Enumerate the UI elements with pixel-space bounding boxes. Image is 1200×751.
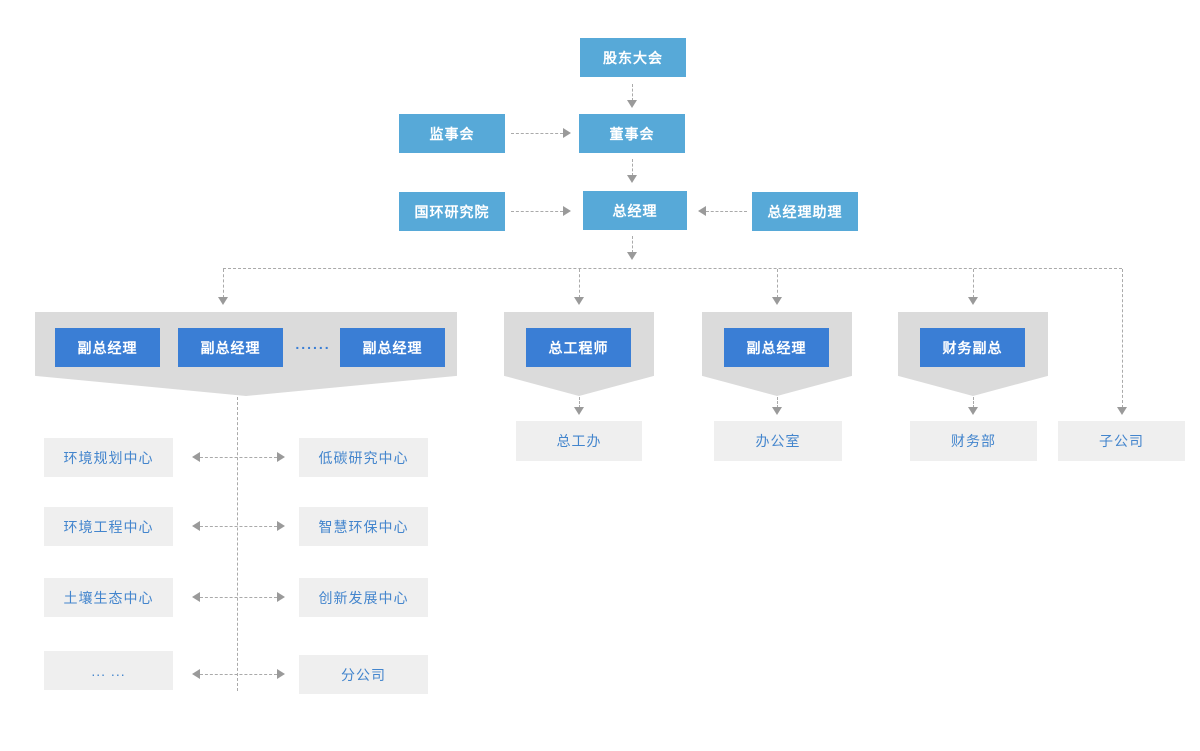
node-center-env-engineering: 环境工程中心 — [44, 507, 173, 546]
node-finance-department: 财务部 — [910, 421, 1037, 461]
node-deputy-gm-2: 副总经理 — [178, 328, 283, 367]
arrowhead-down-chief-engineer — [574, 297, 584, 305]
connector-assistant-gm-line — [706, 211, 747, 212]
arrowhead-down-deputy-gm-admin — [772, 297, 782, 305]
node-finance-vp: 财务副总 — [920, 328, 1025, 367]
node-subsidiary: 子公司 — [1058, 421, 1185, 461]
arrowhead-down-deputy-group — [218, 297, 228, 305]
connector-supervisory-board-line — [511, 133, 563, 134]
node-deputy-gm-1: 副总经理 — [55, 328, 160, 367]
arrowhead-left-row3 — [192, 592, 200, 602]
deputy-group-spine-line — [237, 397, 238, 691]
node-center-soil-ecology: 土壤生态中心 — [44, 578, 173, 617]
connector-general-office-line — [777, 397, 778, 408]
arrowhead-down-board — [627, 100, 637, 108]
arrowhead-left-row4 — [192, 669, 200, 679]
connector-board-gm-line — [632, 159, 633, 176]
drop-line-deputy-gm-admin — [777, 269, 778, 298]
connector-ce-office-line — [579, 397, 580, 408]
finance-vp-panel: 财务副总 — [898, 312, 1048, 396]
arrowhead-down-general-office — [772, 407, 782, 415]
node-general-manager: 总经理 — [583, 191, 687, 230]
drop-line-deputy-group — [223, 269, 224, 298]
arrowhead-right-row1 — [277, 452, 285, 462]
node-center-ellipsis: ... ... — [44, 651, 173, 690]
connector-row1-line — [200, 457, 277, 458]
connector-row3-line — [200, 597, 277, 598]
node-board-of-directors: 董事会 — [579, 114, 685, 153]
arrowhead-down-finance-vp — [968, 297, 978, 305]
node-gm-assistant: 总经理助理 — [752, 192, 858, 231]
connector-shareholders-board-line — [632, 84, 633, 101]
drop-line-subsidiary — [1122, 269, 1123, 408]
node-deputy-gm-3: 副总经理 — [340, 328, 445, 367]
node-chief-engineer: 总工程师 — [526, 328, 631, 367]
connector-row2-line — [200, 526, 277, 527]
node-shareholders-meeting: 股东大会 — [580, 38, 686, 77]
arrowhead-right-board — [563, 128, 571, 138]
arrowhead-down-ce-office — [574, 407, 584, 415]
deputy-gm-admin-panel: 副总经理 — [702, 312, 852, 396]
node-center-smart-envprotect: 智慧环保中心 — [299, 507, 428, 546]
connector-gm-bus-line — [632, 236, 633, 253]
connector-row4-line — [200, 674, 277, 675]
arrowhead-left-row1 — [192, 452, 200, 462]
arrowhead-down-bus — [627, 252, 637, 260]
arrowhead-down-gm — [627, 175, 637, 183]
arrowhead-down-finance-dept — [968, 407, 978, 415]
arrowhead-right-row2 — [277, 521, 285, 531]
node-supervisory-board: 监事会 — [399, 114, 505, 153]
drop-line-finance-vp — [973, 269, 974, 298]
node-branch-company: 分公司 — [299, 655, 428, 694]
distribution-bus-line — [223, 268, 1122, 269]
node-center-innovation: 创新发展中心 — [299, 578, 428, 617]
node-deputy-gm-admin: 副总经理 — [724, 328, 829, 367]
arrowhead-right-row3 — [277, 592, 285, 602]
node-center-env-planning: 环境规划中心 — [44, 438, 173, 477]
arrowhead-right-row4 — [277, 669, 285, 679]
node-center-low-carbon: 低碳研究中心 — [299, 438, 428, 477]
node-research-institute: 国环研究院 — [399, 192, 505, 231]
arrowhead-left-gm — [698, 206, 706, 216]
arrowhead-down-subsidiary — [1117, 407, 1127, 415]
deputy-gm-group-panel: 副总经理 副总经理 ...... 副总经理 — [35, 312, 457, 396]
drop-line-chief-engineer — [579, 269, 580, 298]
deputy-gm-ellipsis: ...... — [295, 335, 331, 352]
connector-finance-dept-line — [973, 397, 974, 408]
chief-engineer-panel: 总工程师 — [504, 312, 654, 396]
node-chief-engineer-office: 总工办 — [516, 421, 642, 461]
arrowhead-right-gm — [563, 206, 571, 216]
connector-research-gm-line — [511, 211, 563, 212]
arrowhead-left-row2 — [192, 521, 200, 531]
node-general-office: 办公室 — [714, 421, 842, 461]
